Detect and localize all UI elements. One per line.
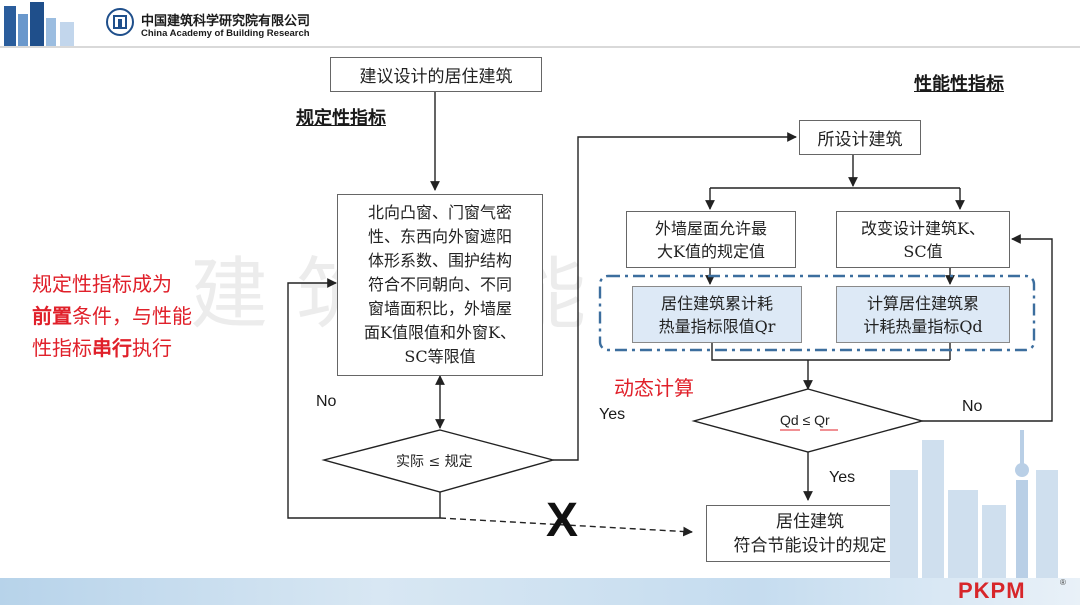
footer-band <box>0 578 1080 605</box>
limit-qr-line: 居住建筑累计耗 <box>660 293 773 313</box>
label-no-left: No <box>316 393 337 410</box>
note-bold-prefix: 前置 <box>32 304 72 328</box>
box-designed-building: 所设计建筑 <box>799 120 921 155</box>
criteria-line: 性、东西向外窗遮阳 <box>367 227 512 246</box>
note-line-3: 性指标串行执行 <box>32 332 262 364</box>
criteria-line: 窗墙面积比，外墙屋 <box>367 299 512 318</box>
box-calc-qd: 计算居住建筑累 计耗热量指标Qd <box>836 286 1010 343</box>
calc-qd-line: 计耗热量指标Qd <box>863 316 983 336</box>
criteria-line: 符合不同朝向、不同 <box>367 275 512 294</box>
criteria-line: 体形系数、围护结构 <box>367 251 512 270</box>
criteria-line: 北向凸窗、门窗气密 <box>367 203 512 222</box>
note-text: 规定性指标成为 前置条件，与性能 性指标串行执行 <box>32 268 262 364</box>
header: 中国建筑科学研究院有限公司 China Academy of Building … <box>0 0 1080 50</box>
label-yes-right: Yes <box>829 469 856 486</box>
academy-emblem-icon <box>106 8 134 36</box>
registered-mark: ® <box>1060 578 1066 587</box>
box-allowed-k: 外墙屋面允许最 大K值的规定值 <box>626 211 796 268</box>
result-line: 符合节能设计的规定 <box>733 535 887 556</box>
label-no-right: No <box>962 398 983 415</box>
box-limit-qr: 居住建筑累计耗 热量指标限值Qr <box>632 286 802 343</box>
calc-qd-line: 计算居住建筑累 <box>866 293 979 313</box>
criteria-line: 面K值限值和外窗K、 <box>364 323 516 342</box>
limit-qr-line: 热量指标限值Qr <box>658 316 776 336</box>
box-start-text: 建议设计的居住建筑 <box>359 67 513 87</box>
criteria-line: SC等限值 <box>404 347 476 366</box>
box-designed-building-text: 所设计建筑 <box>817 130 903 150</box>
box-result: 居住建筑 符合节能设计的规定 <box>706 505 914 562</box>
allowed-k-line: 外墙屋面允许最 <box>654 218 767 238</box>
heading-performance: 性能性指标 <box>914 74 1004 95</box>
result-line: 居住建筑 <box>776 511 844 532</box>
allowed-k-line: 大K值的规定值 <box>657 241 765 261</box>
decision-right-text: Qd ≤ Qr <box>780 412 830 428</box>
box-change-design: 改变设计建筑K、 SC值 <box>836 211 1010 268</box>
pkpm-logo: PKPM <box>958 578 1026 603</box>
label-yes-left: Yes <box>599 406 626 423</box>
cross-mark: X <box>546 494 579 547</box>
change-design-line: 改变设计建筑K、 <box>861 218 985 238</box>
org-name-cn: 中国建筑科学研究院有限公司 <box>141 14 311 29</box>
org-name-en: China Academy of Building Research <box>141 28 310 39</box>
box-start: 建议设计的居住建筑 <box>330 57 542 92</box>
skyline-logo-graphic <box>4 2 74 46</box>
label-dynamic-calc: 动态计算 <box>614 376 694 400</box>
note-line-2-rest: 条件，与性能 <box>72 304 192 328</box>
header-divider <box>0 46 1080 48</box>
change-design-line: SC值 <box>903 241 943 261</box>
note-line-3-rest: 执行 <box>132 336 172 360</box>
note-line-2: 前置条件，与性能 <box>32 300 262 332</box>
decision-left-text: 实际 ≤ 规定 <box>396 454 473 470</box>
note-line-1: 规定性指标成为 <box>32 272 172 296</box>
note-line-3-pre: 性指标 <box>32 336 92 360</box>
heading-prescriptive: 规定性指标 <box>296 108 386 129</box>
note-bold-serial: 串行 <box>92 336 132 360</box>
box-prescriptive-criteria: 北向凸窗、门窗气密 性、东西向外窗遮阳 体形系数、围护结构 符合不同朝向、不同 … <box>337 194 543 376</box>
